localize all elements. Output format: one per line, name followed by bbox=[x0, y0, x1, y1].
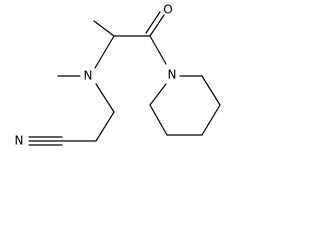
bond-methyl-alpha bbox=[93, 20, 115, 37]
bond-amine-ch2 bbox=[95, 83, 115, 113]
structure-canvas: O N N N bbox=[0, 0, 231, 155]
ring-bond-c3-c4 bbox=[201, 104, 221, 136]
nitrile-nitrogen-label: N bbox=[15, 134, 24, 148]
oxygen-label: O bbox=[163, 3, 172, 17]
bond-ch2-ch2 bbox=[95, 111, 115, 142]
bond-carbonyl-double-1 bbox=[149, 14, 165, 37]
piperidine-nitrogen-label: N bbox=[168, 68, 177, 82]
amine-nitrogen-label: N bbox=[84, 69, 93, 83]
bond-alpha-amine bbox=[94, 35, 115, 69]
ring-bond-c2-c3 bbox=[201, 75, 221, 106]
ring-bond-c5-c6 bbox=[149, 104, 168, 136]
bond-carbonyl-nitrogen bbox=[149, 35, 167, 65]
bond-carbonyl-double-2 bbox=[145, 11, 161, 34]
molecule-structure: O N N N bbox=[15, 3, 221, 148]
ring-bond-c6-n bbox=[149, 83, 167, 106]
